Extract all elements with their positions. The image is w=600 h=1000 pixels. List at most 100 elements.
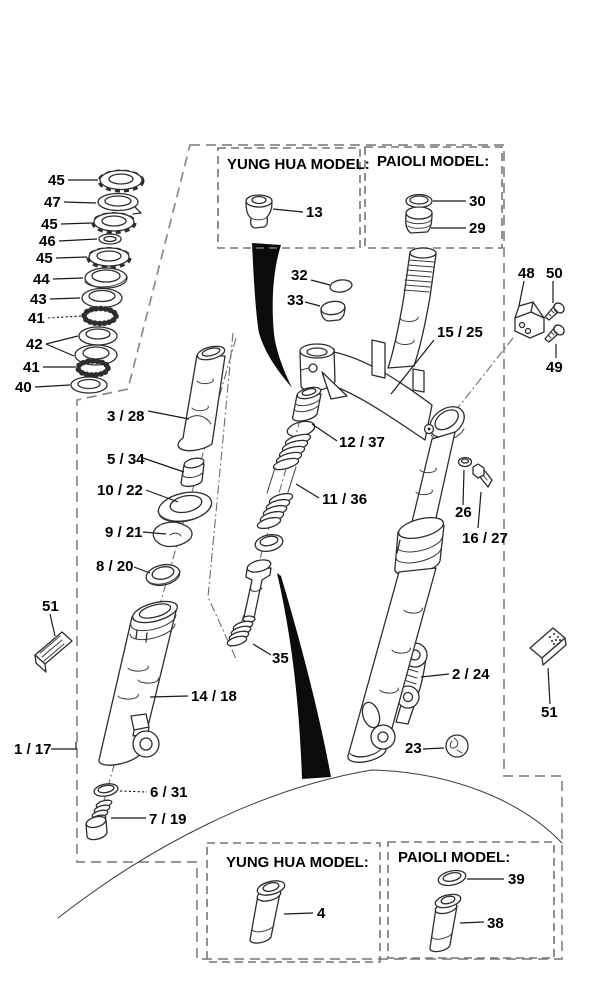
label-43: 43 [30,291,47,308]
label-45-c: 45 [36,250,53,267]
top-paioli-title: PAIOLI MODEL: [377,153,489,170]
part-38-tube [429,893,462,953]
label-32: 32 [291,267,308,284]
top-paioli-box: PAIOLI MODEL: 30 29 [364,146,503,249]
bottom-yung-hua-box: YUNG HUA MODEL: 4 [206,842,381,963]
part-43-bearing-race-top [81,287,123,309]
bottom-paioli-title: PAIOLI MODEL: [398,849,510,866]
label-50: 50 [546,265,563,282]
label-14-18: 14 / 18 [191,688,237,705]
part-14-18-fork-leg [98,600,178,766]
part-4-tube [249,880,286,944]
label-41-b: 41 [23,359,40,376]
label-44: 44 [33,271,50,288]
label-39: 39 [508,871,525,888]
top-yung-hua-border [217,147,361,249]
label-45-a: 45 [48,172,65,189]
part-51-reflector-left [34,631,73,673]
bottom-paioli-border [387,841,555,959]
label-51-right: 51 [541,704,558,721]
bearing-stack-leaders [34,179,98,388]
part-51-reflector-right [529,627,567,666]
bottom-yung-hua-border [206,842,381,963]
label-33: 33 [287,292,304,309]
part-39-ring [437,869,467,887]
label-16-27: 16 / 27 [462,530,508,547]
label-47: 47 [44,194,61,211]
top-paioli-border [364,146,503,249]
part-41-ball-ring-a [81,305,119,327]
part-45-ring-nut-a [97,169,145,193]
label-4: 4 [317,905,326,922]
part-10-22-seal-washer [157,491,213,523]
fender-curve [57,769,563,919]
bottom-paioli-box: PAIOLI MODEL: 39 38 [387,841,555,959]
label-35: 35 [272,650,289,667]
label-5-34: 5 / 34 [107,451,145,468]
label-29: 29 [469,220,486,237]
part-40-dust-seal [70,376,108,394]
part-23-disc [445,734,469,758]
label-12-37: 12 / 37 [339,434,385,451]
part-9-21-plate [152,521,193,548]
stem-threads [403,259,435,293]
part-47-tab-washer [97,192,142,215]
label-6-31: 6 / 31 [150,784,188,801]
part-26-washer [457,456,473,468]
part-15-25-stem-yoke [299,247,465,442]
part-44-dust-cover [84,267,128,289]
label-48: 48 [518,265,535,282]
label-41-a: 41 [28,310,45,327]
part-41-ball-ring-b [75,358,111,378]
part-3-28-tube [177,345,226,452]
label-2-24: 2 / 24 [452,666,490,683]
label-13: 13 [306,204,323,221]
label-10-22: 10 / 22 [97,482,143,499]
label-49: 49 [546,359,563,376]
part-8-20-ring-seal [145,563,181,587]
label-51-left: 51 [42,598,59,615]
label-38: 38 [487,915,504,932]
part-35-damper-rod [226,559,272,647]
bottom-yung-hua-title: YUNG HUA MODEL: [226,854,369,871]
part-spring-seat-ring [254,534,284,552]
part-6-31-washer [93,783,119,797]
part-7-19-drain-bolt [85,799,113,841]
label-23: 23 [405,740,422,757]
part-45-ring-nut-b [91,212,137,234]
part-11-36-spring [256,433,312,530]
part-5-34-bushing [180,457,205,488]
label-40: 40 [15,379,32,396]
label-11-36: 11 / 36 [322,491,367,508]
right-fork-leg [347,431,456,763]
label-45-b: 45 [41,216,58,233]
part-48-bracket [514,301,545,339]
part-13-grommet [245,194,273,229]
part-49-screw [544,324,565,343]
reflector-dots [549,633,561,645]
bearing-stack: 45 47 45 46 45 44 43 41 42 41 40 [15,169,145,396]
label-15-25: 15 / 25 [437,324,483,341]
label-30: 30 [469,193,486,210]
label-1-17: 1 / 17 [14,741,52,758]
outer-dashed-boundary [76,144,563,960]
part-50-screw [544,302,565,321]
left-column-leaders [133,410,190,574]
label-42: 42 [26,336,43,353]
swoosh-bottom [277,573,331,779]
part-33-disc [320,300,346,322]
part-16-27-bolt [472,463,493,488]
label-7-19: 7 / 19 [149,811,187,828]
top-yung-hua-title: YUNG HUA MODEL: [227,156,370,173]
part-45-ring-nut-c [86,247,132,269]
swoosh-top [252,243,292,388]
label-3-28: 3 / 28 [107,408,145,425]
top-yung-hua-box: YUNG HUA MODEL: 13 [217,147,370,249]
part-32-disc [329,279,353,293]
label-46: 46 [39,233,56,250]
part-29-cup [405,206,433,234]
label-26: 26 [455,504,472,521]
part-30-cap [405,193,433,209]
